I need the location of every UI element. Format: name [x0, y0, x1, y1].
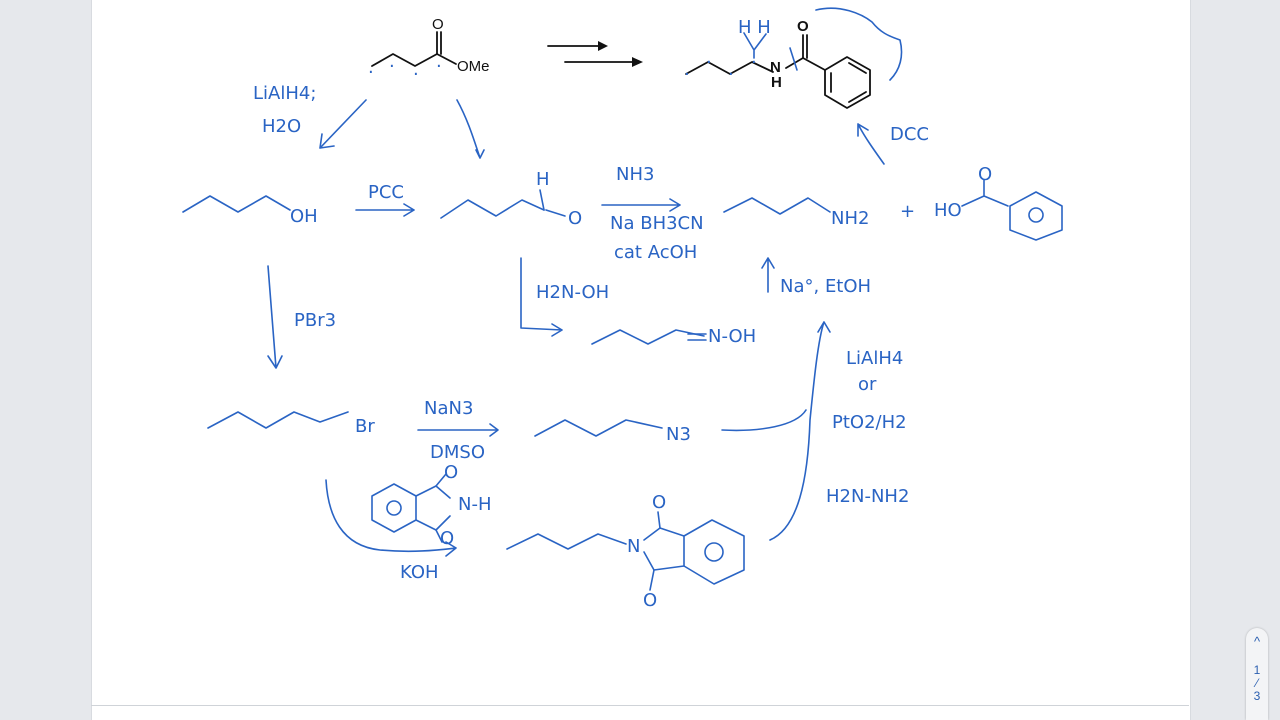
amine-chain — [723, 197, 831, 215]
svg-text:·: · — [436, 56, 442, 77]
amine-nh2: NH2 — [831, 208, 869, 229]
ester-ome: OMe — [457, 58, 490, 75]
svg-text:·: · — [706, 52, 712, 73]
reagent-hydrazine: H2N-NH2 — [826, 486, 909, 507]
aldehyde-chain — [440, 199, 545, 219]
svg-text:·: · — [728, 64, 734, 85]
n-alkyl-o-bottom: O — [643, 590, 657, 611]
arrow-to-amine — [769, 321, 831, 541]
svg-text:·: · — [368, 62, 374, 83]
arrow-pbr3 — [267, 265, 283, 369]
benzoic-carbonyl — [961, 179, 1009, 207]
reagent-nh3: NH3 — [616, 164, 654, 185]
n-alkyl-n: N — [627, 536, 640, 557]
reagent-koh: KOH — [400, 562, 439, 583]
page-navigator: ^ 1 ⁄ 3 — [1246, 628, 1268, 720]
azide-n3: N3 — [666, 424, 691, 445]
document-page — [91, 0, 1191, 720]
reagent-h2n-oh: H2N-OH — [536, 282, 609, 303]
n-alkyl-o-top: O — [652, 492, 666, 513]
aldehyde-h: H — [536, 169, 550, 190]
page-divider — [91, 705, 1189, 706]
arrow-na-etoh — [761, 257, 775, 293]
svg-text:·: · — [684, 64, 690, 85]
oxime-chain — [591, 329, 705, 345]
chevron-up-icon[interactable]: ^ — [1253, 634, 1261, 649]
total-pages: 3 — [1253, 689, 1261, 703]
svg-text:·: · — [389, 56, 395, 77]
benzene-ring — [1009, 191, 1063, 241]
alcohol-chain — [182, 195, 291, 213]
arrow-reductive-amination — [601, 198, 681, 212]
product-nh-h: H — [771, 74, 782, 91]
product-h-marks: H H — [738, 17, 771, 38]
arrow-ester-to-alcohol — [319, 99, 367, 149]
reagent-nabh3cn: Na BH3CN — [610, 213, 704, 234]
bromide-chain — [207, 411, 349, 429]
reagent-lialh4: LiAlH4; — [253, 83, 316, 104]
reagent-acoh: cat AcOH — [614, 242, 697, 263]
ester-carbonyl-o: O — [432, 16, 444, 33]
aldehyde-o: O — [568, 208, 582, 229]
bromide-br: Br — [355, 416, 375, 437]
current-page: 1 — [1253, 663, 1261, 677]
arrow-ester-to-aldehyde — [456, 99, 485, 159]
reagent-pbr3: PBr3 — [294, 310, 336, 331]
benzoic-o: O — [978, 164, 992, 185]
svg-text:·: · — [413, 64, 419, 85]
arrow-gabriel — [325, 479, 457, 557]
phthalimide-nh: N-H — [458, 494, 492, 515]
plus-sign: + — [900, 201, 915, 222]
phthalimide-structure: O O N-H — [371, 462, 492, 549]
reagent-h2o: H2O — [262, 116, 301, 137]
phthalimide-o-bottom: O — [440, 528, 454, 549]
arrow-dcc — [857, 123, 885, 165]
ester-structure: O OMe · · · · — [368, 16, 490, 85]
reagent-pto2: PtO2/H2 — [832, 412, 907, 433]
reagent-dcc: DCC — [890, 124, 929, 145]
benzoic-ho: HO — [934, 200, 962, 221]
azide-chain — [534, 419, 663, 437]
product-amide-structure: N H O H H · · · · — [684, 7, 903, 109]
product-n: N — [770, 59, 781, 76]
reagent-nan3: NaN3 — [424, 398, 473, 419]
reagent-na-etoh: Na°, EtOH — [780, 276, 871, 297]
product-o: O — [797, 18, 809, 35]
oxime-noh: N-OH — [708, 326, 756, 347]
alcohol-oh: OH — [290, 206, 318, 227]
page-separator-icon: ⁄ — [1255, 676, 1258, 690]
reagent-or: or — [858, 374, 877, 395]
arrow-azide — [417, 423, 499, 437]
reagent-dmso: DMSO — [430, 442, 485, 463]
n-alkyl-phthalimide-structure: N O O — [506, 492, 745, 611]
svg-text:·: · — [751, 52, 757, 73]
arrow-pcc — [355, 203, 415, 217]
phthalimide-o-top: O — [444, 462, 458, 483]
arrow-to-oxime — [520, 257, 563, 337]
reagent-lialh4-b: LiAlH4 — [846, 348, 903, 369]
reagent-pcc: PCC — [368, 182, 404, 203]
curve-azide-to-amine — [721, 409, 807, 432]
